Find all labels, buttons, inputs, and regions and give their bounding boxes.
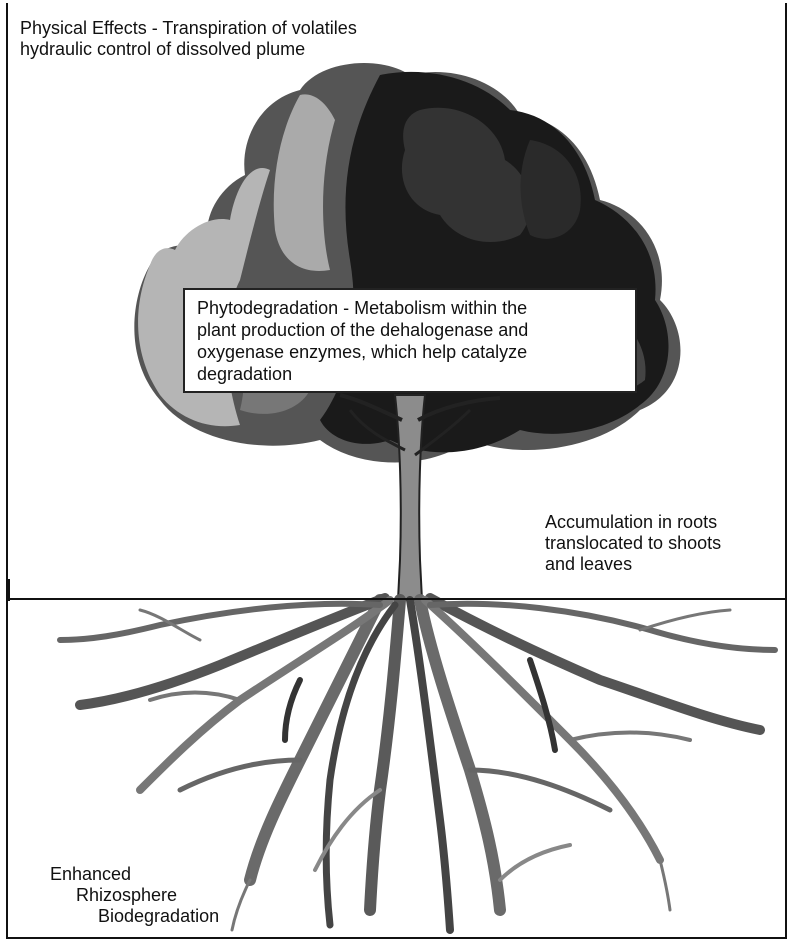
phytodegradation-callout: Phytodegradation - Metabolism within the… [183, 288, 637, 393]
rhizosphere-line-1: Enhanced [50, 864, 131, 885]
accumulation-line-2: translocated to shoots [545, 533, 721, 554]
ground-tick [8, 579, 10, 601]
phytodegradation-line-3: oxygenase enzymes, which help catalyze [197, 341, 623, 363]
accumulation-line-1: Accumulation in roots [545, 512, 721, 533]
phytodegradation-line-1: Phytodegradation - Metabolism within the [197, 297, 623, 319]
physical-effects-line-2: hydraulic control of dissolved plume [20, 39, 357, 60]
physical-effects-line-1: Physical Effects - Transpiration of vola… [20, 18, 357, 39]
physical-effects-label: Physical Effects - Transpiration of vola… [20, 18, 357, 60]
ground-line [8, 598, 787, 600]
phytodegradation-line-4: degradation [197, 363, 623, 385]
rhizosphere-line-2: Rhizosphere [76, 885, 177, 906]
accumulation-label: Accumulation in roots translocated to sh… [545, 512, 721, 575]
tree-roots [60, 598, 775, 930]
phytodegradation-line-2: plant production of the dehalogenase and [197, 319, 623, 341]
accumulation-line-3: and leaves [545, 554, 721, 575]
rhizosphere-line-3: Biodegradation [98, 906, 219, 927]
